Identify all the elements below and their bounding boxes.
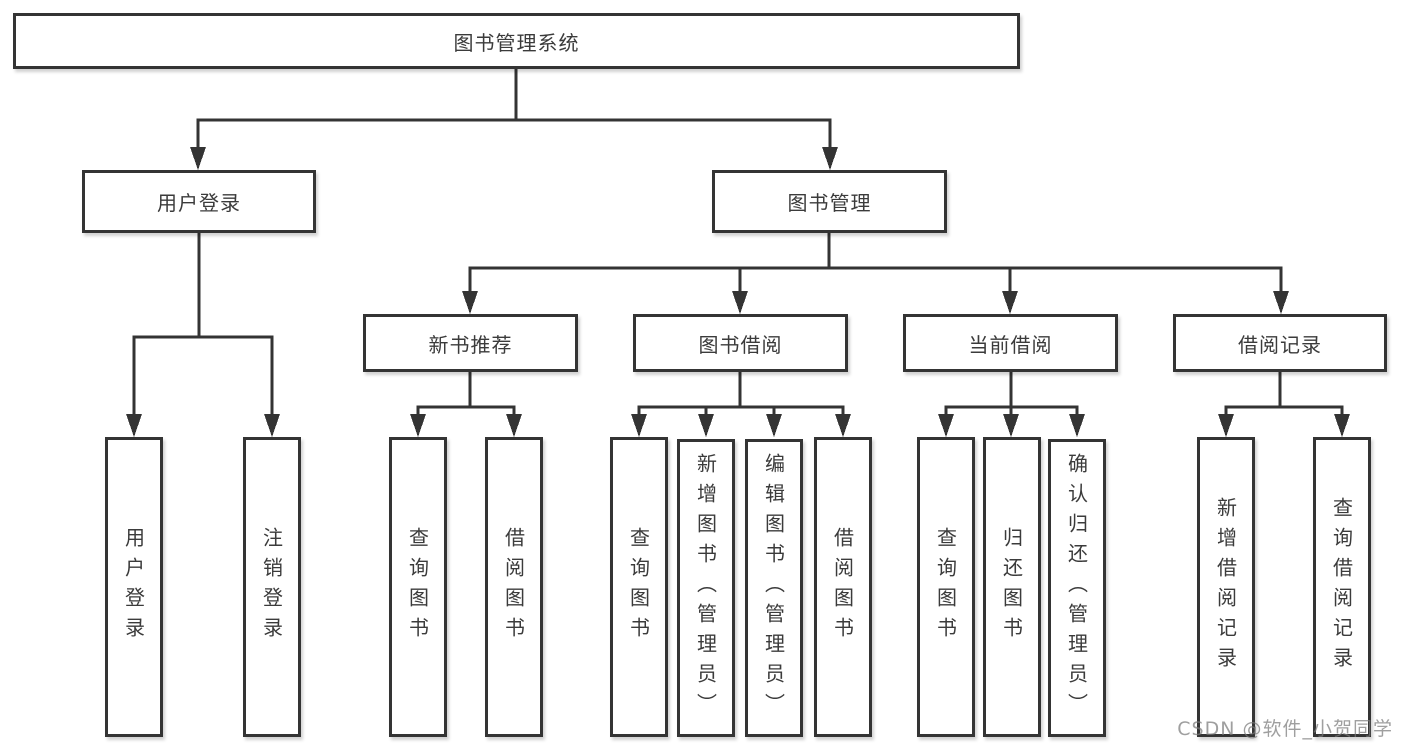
leaf-edit-books-admin: 编辑图书（管理员）	[745, 439, 803, 737]
node-current-borrowing-label: 当前借阅	[968, 332, 1053, 357]
node-borrowing-records: 借阅记录	[1173, 314, 1387, 372]
leaf-logout-label: 注销登录	[259, 527, 284, 647]
leaf-recommend-query-books: 查询图书	[389, 437, 447, 737]
node-book-management: 图书管理	[712, 170, 947, 233]
leaf-return-books-label: 归还图书	[999, 527, 1024, 647]
node-new-book-recommend-label: 新书推荐	[428, 332, 513, 357]
leaf-confirm-return-admin: 确认归还（管理员）	[1048, 439, 1106, 737]
leaf-borrowing-borrow-books: 借阅图书	[814, 437, 872, 737]
leaf-edit-books-admin-label: 编辑图书（管理员）	[761, 453, 786, 723]
node-book-borrowing: 图书借阅	[633, 314, 848, 372]
leaf-borrowing-borrow-books-label: 借阅图书	[830, 527, 855, 647]
leaf-add-borrow-record-label: 新增借阅记录	[1213, 497, 1238, 677]
node-borrowing-records-label: 借阅记录	[1238, 332, 1322, 357]
leaf-current-query-books-label: 查询图书	[933, 527, 958, 647]
leaf-borrowing-query-books-label: 查询图书	[626, 527, 651, 647]
leaf-add-books-admin-label: 新增图书（管理员）	[693, 453, 718, 723]
leaf-confirm-return-admin-label: 确认归还（管理员）	[1064, 453, 1089, 723]
node-user-login-branch: 用户登录	[82, 170, 316, 233]
node-current-borrowing: 当前借阅	[903, 314, 1118, 372]
leaf-query-borrow-record: 查询借阅记录	[1313, 437, 1371, 737]
leaf-query-borrow-record-label: 查询借阅记录	[1329, 497, 1354, 677]
node-new-book-recommend: 新书推荐	[363, 314, 578, 372]
node-root-system: 图书管理系统	[13, 13, 1020, 69]
node-user-login-branch-label: 用户登录	[157, 191, 241, 215]
node-book-management-label: 图书管理	[787, 191, 872, 215]
leaf-logout: 注销登录	[243, 437, 301, 737]
leaf-borrowing-query-books: 查询图书	[610, 437, 668, 737]
leaf-recommend-borrow-books: 借阅图书	[485, 437, 543, 737]
leaf-recommend-query-books-label: 查询图书	[405, 527, 430, 647]
leaf-user-login: 用户登录	[105, 437, 163, 737]
node-root-label: 图书管理系统	[453, 30, 580, 55]
leaf-user-login-label: 用户登录	[121, 527, 146, 647]
node-book-borrowing-label: 图书借阅	[698, 332, 783, 357]
leaf-current-query-books: 查询图书	[917, 437, 975, 737]
leaf-add-borrow-record: 新增借阅记录	[1197, 437, 1255, 737]
leaf-add-books-admin: 新增图书（管理员）	[677, 439, 735, 737]
leaf-recommend-borrow-books-label: 借阅图书	[501, 527, 526, 647]
leaf-return-books: 归还图书	[983, 437, 1041, 737]
